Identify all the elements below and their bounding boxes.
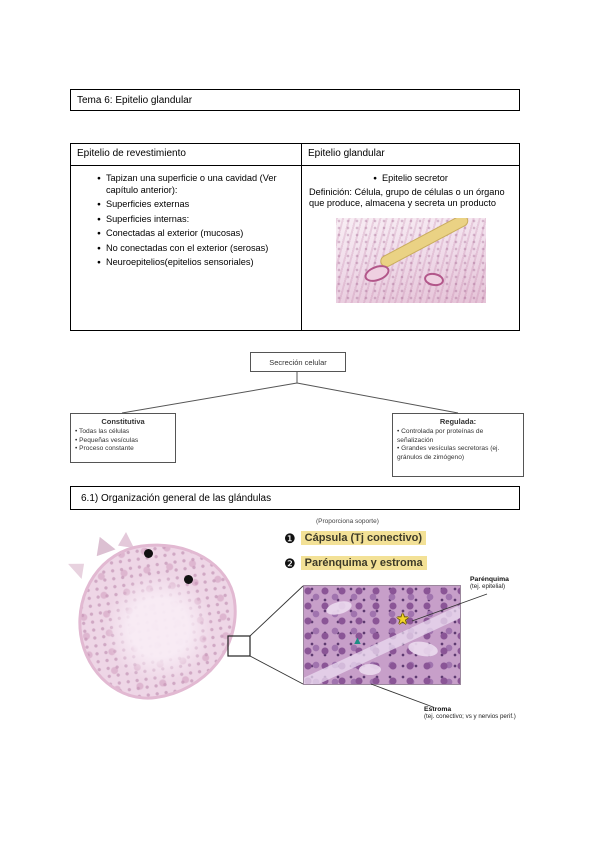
comparison-table: Epitelio de revestimiento Epitelio gland…	[70, 143, 520, 331]
table-body-row: ● Tapizan una superficie o una cavidad (V…	[71, 166, 519, 330]
gland-tissue	[67, 532, 249, 709]
table-header-right: Epitelio glandular	[308, 148, 385, 159]
constitutive-item: • Todas las células	[75, 428, 130, 435]
gland-spike	[68, 557, 90, 581]
bullet-icon: ●	[373, 175, 378, 182]
list-item: ● Tapizan una superficie o una cavidad (V…	[97, 173, 297, 196]
list-item: ● Neuroepitelios(epitelios sensoriales)	[97, 257, 297, 269]
parenquima-label-title: Parénquima	[470, 576, 509, 583]
table-cell-revestimiento: ● Tapizan una superficie o una cavidad (V…	[71, 166, 302, 330]
definition-text: Definición: Célula, grupo de células o u…	[309, 186, 505, 209]
regulated-item: • Controlada por proteínas de señalizaci…	[397, 428, 484, 444]
histology-image-epithelium	[335, 218, 486, 304]
numbered-marker-2-icon: ❷	[284, 555, 296, 571]
list-item: ● Superficies internas:	[97, 214, 297, 226]
regulated-box: Regulada: • Controlada por proteínas de …	[392, 413, 524, 477]
bullet-icon: ●	[97, 201, 101, 208]
figure-item-parenquima-estroma: ❷ Parénquima y estroma	[284, 556, 427, 570]
list-item: ● No conectadas con el exterior (serosas)	[97, 243, 297, 255]
constitutive-item: • Proceso constante	[75, 445, 134, 453]
figure-item-capsula: ❶ Cápsula (Tj conectivo)	[284, 530, 427, 546]
marker-dot-1	[144, 549, 153, 558]
section-heading-box: 6.1) Organización general de las glándul…	[70, 486, 520, 510]
parenquima-label: Parénquima (tej. epitelial)	[470, 576, 532, 591]
capsula-label: Cápsula (Tj conectivo)	[300, 531, 427, 545]
parenquima-estroma-label: Parénquima y estroma	[300, 556, 427, 570]
secretion-root-box: Secreción celular	[250, 352, 346, 372]
bullet-icon: ●	[97, 230, 101, 237]
histology-image-zoom: ★ ▲	[303, 585, 461, 685]
bullet-icon: ●	[97, 259, 101, 266]
list-item-text: Conectadas al exterior (mucosas)	[105, 228, 244, 238]
regulated-title: Regulada:	[439, 417, 477, 426]
constitutive-box: Constitutiva • Todas las células • Peque…	[70, 413, 176, 463]
list-item-text: Tapizan una superficie o una cavidad (Ve…	[105, 173, 277, 195]
support-note: (Proporciona soporte)	[316, 518, 379, 525]
list-item-text: Superficies internas:	[105, 213, 190, 224]
estroma-label-title: Estroma	[424, 706, 452, 713]
triangle-marker-icon: ▲	[352, 635, 363, 647]
section-heading: 6.1) Organización general de las glándul…	[81, 492, 272, 504]
constitutive-title: Constitutiva	[101, 417, 145, 426]
bullet-icon: ●	[97, 215, 101, 223]
gland-spike	[92, 534, 116, 557]
lumen-patch	[407, 639, 439, 659]
duct-ring	[422, 271, 445, 288]
lumen-patch	[324, 598, 354, 618]
constitutive-item: • Pequeñas vesículas	[75, 436, 139, 444]
secretor-text: Epitelio secretor	[382, 173, 448, 183]
list-item-text: Neuroepitelios(epitelios sensoriales)	[105, 257, 254, 267]
list-item-text: No conectadas con el exterior (serosas)	[105, 242, 269, 253]
bullet-icon: ●	[97, 244, 101, 252]
table-cell-glandular: ● Epitelio secretor Definición: Célula, …	[302, 166, 519, 330]
list-item-text: Superficies externas	[105, 199, 190, 209]
regulated-item: • Grandes vesículas secretoras (ej. grán…	[397, 445, 500, 461]
page-title: Tema 6: Epitelio glandular	[77, 94, 193, 106]
list-item: ● Superficies externas	[97, 199, 297, 211]
marker-dot-2	[184, 575, 193, 584]
bullet-icon: ●	[97, 175, 101, 182]
secretion-root-label: Secreción celular	[269, 357, 327, 367]
secretor-line: ● Epitelio secretor	[309, 173, 512, 185]
numbered-marker-1-icon: ❶	[284, 530, 296, 546]
list-item: ● Conectadas al exterior (mucosas)	[97, 228, 297, 240]
table-header-left: Epitelio de revestimiento	[71, 144, 302, 165]
follicle-band	[377, 218, 470, 270]
table-header-row: Epitelio de revestimiento Epitelio gland…	[71, 144, 519, 166]
lumen-patch	[359, 664, 381, 675]
revestimiento-list: ● Tapizan una superficie o una cavidad (V…	[73, 173, 297, 269]
estroma-label: Estroma (tej. conectivo; vs y nervios pe…	[424, 706, 522, 721]
duct-ring	[361, 262, 392, 286]
parenquima-label-subtitle: (tej. epitelial)	[470, 583, 506, 590]
title-box: Tema 6: Epitelio glandular	[70, 89, 520, 111]
star-marker-icon: ★	[396, 611, 410, 628]
estroma-label-subtitle: (tej. conectivo; vs y nervios perif.)	[424, 713, 516, 720]
histology-image-gland	[66, 532, 266, 712]
